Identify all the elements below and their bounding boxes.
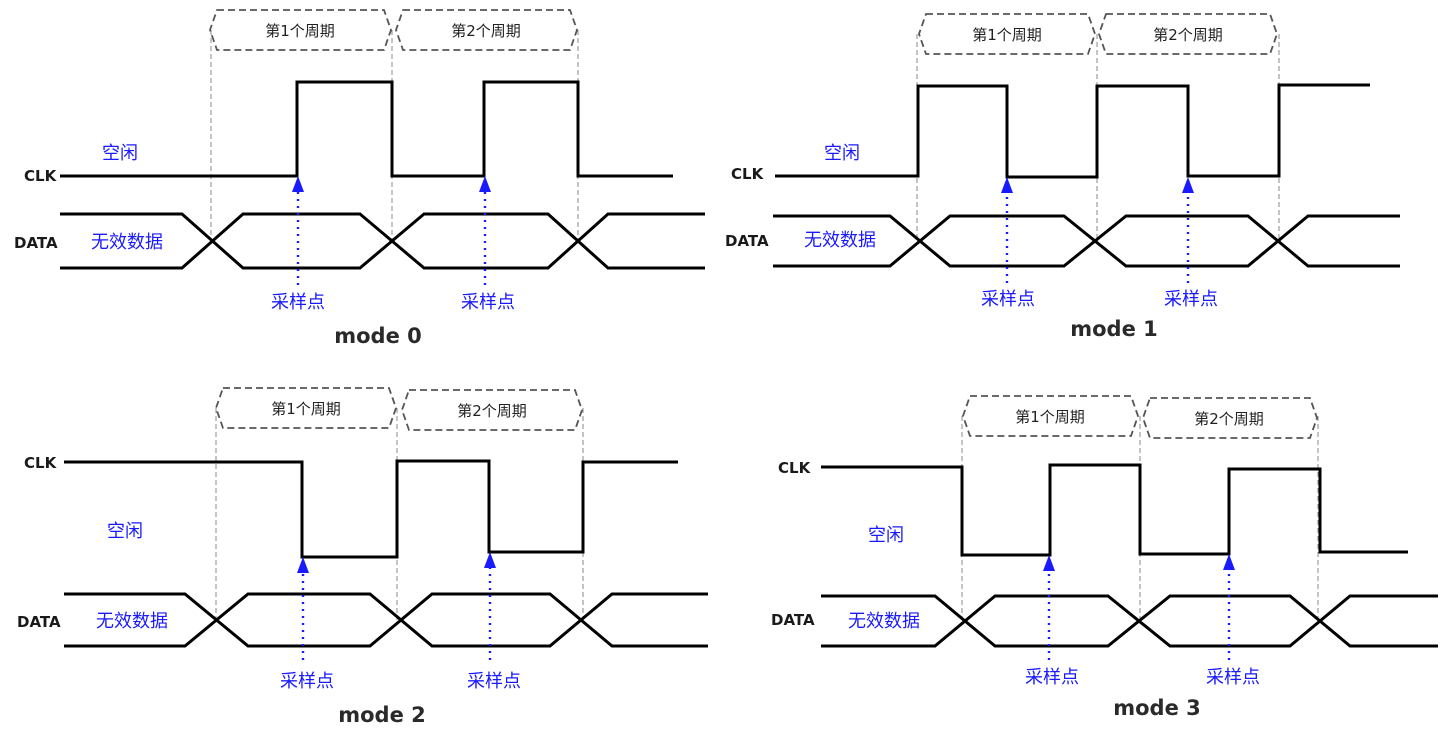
idle-label: 空闲 xyxy=(868,525,904,546)
sample-point-label-1: 采样点 xyxy=(981,289,1035,310)
clk-label: CLK xyxy=(24,167,58,185)
period-2-box xyxy=(401,389,583,431)
data-waveform xyxy=(60,212,705,270)
invalid-data-label: 无效数据 xyxy=(804,230,876,251)
period-2-box xyxy=(1098,13,1278,55)
period-2-label: 第2个周期 xyxy=(451,22,521,40)
invalid-data-label: 无效数据 xyxy=(848,611,920,632)
period-2-label: 第2个周期 xyxy=(1153,26,1223,44)
period-guide-line xyxy=(916,34,1280,240)
panel-mode-3: 第1个周期 第2个周期 CLK 空闲 DATA 无效数据 采样点 采样点 mod… xyxy=(771,395,1438,720)
sample-arrowhead-2 xyxy=(1182,177,1194,193)
invalid-data-label: 无效数据 xyxy=(91,232,163,253)
clk-label: CLK xyxy=(778,459,812,477)
data-label: DATA xyxy=(14,234,58,252)
idle-label: 空闲 xyxy=(107,521,143,542)
period-1-box xyxy=(209,9,392,51)
panel-mode-0: 第1个周期 第2个周期 CLK 空闲 DATA 无效数据 采样点 采样点 mod… xyxy=(14,9,705,348)
clk-waveform xyxy=(775,83,1370,179)
data-label: DATA xyxy=(17,613,61,631)
sample-point-label-2: 采样点 xyxy=(1164,289,1218,310)
data-label: DATA xyxy=(725,232,769,250)
invalid-data-label: 无效数据 xyxy=(96,611,168,632)
data-waveform xyxy=(821,594,1438,648)
sample-point-label-2: 采样点 xyxy=(461,292,515,313)
period-1-label: 第1个周期 xyxy=(271,400,341,418)
sample-arrowhead-1 xyxy=(297,557,309,573)
panel-mode-2: 第1个周期 第2个周期 CLK 空闲 DATA 无效数据 采样点 采样点 mod… xyxy=(17,387,708,727)
period-1-box xyxy=(918,13,1096,55)
mode-0-title: mode 0 xyxy=(334,324,422,348)
sample-arrowhead-2 xyxy=(484,552,496,568)
period-1-box xyxy=(215,387,397,429)
clk-waveform xyxy=(64,459,678,559)
sample-arrowhead-1 xyxy=(1043,555,1055,571)
sample-point-label-2: 采样点 xyxy=(467,671,521,692)
period-1-label: 第1个周期 xyxy=(265,22,335,40)
period-guide-line xyxy=(215,408,584,620)
data-waveform xyxy=(64,592,708,648)
panel-mode-1: 第1个周期 第2个周期 CLK 空闲 DATA 无效数据 采样点 采样点 mod… xyxy=(725,13,1400,341)
mode-2-title: mode 2 xyxy=(338,703,426,727)
period-guide-line xyxy=(210,30,579,240)
sample-point-label-1: 采样点 xyxy=(271,292,325,313)
period-2-label: 第2个周期 xyxy=(1194,410,1264,428)
sample-point-label-2: 采样点 xyxy=(1206,667,1260,688)
clk-waveform xyxy=(821,463,1408,557)
data-label: DATA xyxy=(771,611,815,629)
period-1-label: 第1个周期 xyxy=(1015,408,1085,426)
sample-point-label-1: 采样点 xyxy=(280,671,334,692)
period-1-label: 第1个周期 xyxy=(972,26,1042,44)
clk-label: CLK xyxy=(731,165,765,183)
sample-point-label-1: 采样点 xyxy=(1025,667,1079,688)
sample-arrowhead-1 xyxy=(1001,177,1013,193)
sample-arrowhead-2 xyxy=(479,176,491,192)
clk-waveform xyxy=(60,80,673,178)
clk-label: CLK xyxy=(24,454,58,472)
period-1-box xyxy=(962,395,1139,437)
period-2-label: 第2个周期 xyxy=(457,402,527,420)
mode-3-title: mode 3 xyxy=(1113,696,1201,720)
period-2-box xyxy=(395,9,578,51)
period-2-box xyxy=(1142,397,1318,439)
idle-label: 空闲 xyxy=(824,143,860,164)
mode-1-title: mode 1 xyxy=(1070,317,1158,341)
data-waveform xyxy=(773,214,1400,268)
sample-arrowhead-1 xyxy=(292,176,304,192)
idle-label: 空闲 xyxy=(102,143,138,164)
sample-arrowhead-2 xyxy=(1223,554,1235,570)
